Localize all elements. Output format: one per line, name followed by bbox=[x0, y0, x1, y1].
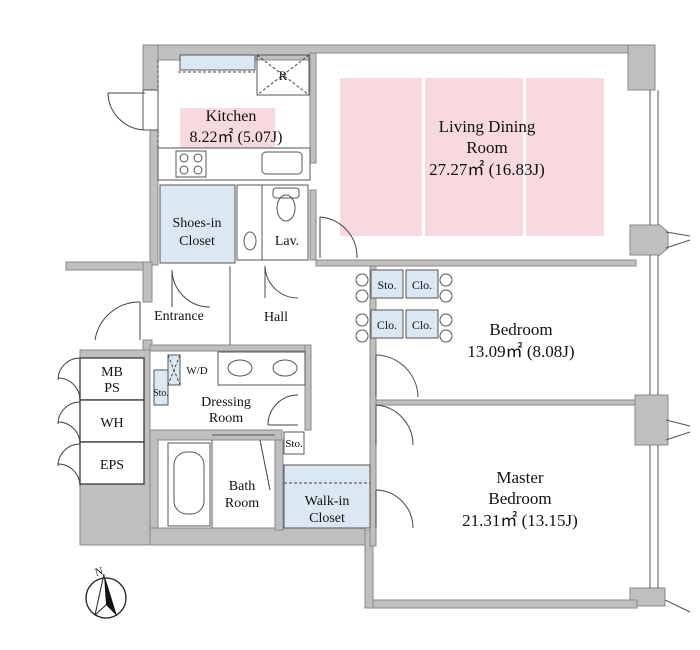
mb-label: MB bbox=[101, 365, 123, 380]
bedroom-name: Bedroom bbox=[489, 320, 552, 339]
lav-label: Lav. bbox=[275, 234, 299, 249]
walkin-line1: Walk-in bbox=[305, 494, 350, 509]
sto-label-dressing: Sto. bbox=[153, 388, 169, 399]
bath-line2: Room bbox=[225, 496, 259, 511]
windows bbox=[649, 90, 691, 613]
clo-label-3: Clo. bbox=[412, 318, 432, 332]
compass-north-label: N bbox=[94, 565, 105, 579]
kitchen-area: 8.22㎡ (5.07J) bbox=[190, 128, 283, 146]
master-area: 21.31㎡ (13.15J) bbox=[462, 511, 578, 530]
dressing-line1: Dressing bbox=[201, 395, 251, 410]
hall-doors bbox=[94, 216, 358, 345]
refrigerator-label: R bbox=[279, 68, 288, 83]
living-name-line2: Room bbox=[466, 138, 508, 157]
clo-label-2: Clo. bbox=[377, 318, 397, 332]
bedroom-closets bbox=[355, 269, 453, 343]
entrance-label: Entrance bbox=[154, 309, 204, 324]
walkin-closet bbox=[283, 464, 371, 529]
bath-line1: Bath bbox=[229, 479, 255, 494]
sto-label-bath: Sto. bbox=[285, 438, 303, 450]
eps-label: EPS bbox=[100, 458, 124, 473]
shoes-closet-line1: Shoes-in bbox=[173, 216, 222, 231]
wh-label: WH bbox=[100, 416, 123, 431]
hall-label: Hall bbox=[264, 310, 288, 325]
living-floor-panels bbox=[180, 78, 604, 236]
closet-lav bbox=[159, 184, 309, 264]
dressing-fixtures bbox=[153, 351, 306, 455]
bedroom-area: 13.09㎡ (8.08J) bbox=[467, 342, 574, 361]
living-name-line1: Living Dining bbox=[439, 117, 536, 136]
dressing-line2: Room bbox=[209, 411, 243, 426]
clo-label-1: Clo. bbox=[412, 278, 432, 292]
master-name-line2: Bedroom bbox=[488, 489, 551, 508]
kitchen-door bbox=[107, 89, 159, 131]
kitchen-fixtures bbox=[157, 54, 311, 181]
bath-fixtures bbox=[167, 434, 275, 528]
shoes-closet-line2: Closet bbox=[179, 234, 215, 249]
ps-label: PS bbox=[104, 381, 120, 396]
kitchen-name: Kitchen bbox=[206, 108, 257, 125]
wd-label: W/D bbox=[186, 365, 207, 377]
sto-label-1: Sto. bbox=[377, 278, 396, 292]
north-arrow-icon bbox=[85, 573, 127, 619]
master-name-line1: Master bbox=[496, 468, 544, 487]
bedroom-doors bbox=[375, 354, 419, 529]
walkin-line2: Closet bbox=[309, 511, 345, 526]
living-area: 27.27㎡ (16.83J) bbox=[429, 160, 545, 179]
utility-block bbox=[57, 357, 145, 487]
